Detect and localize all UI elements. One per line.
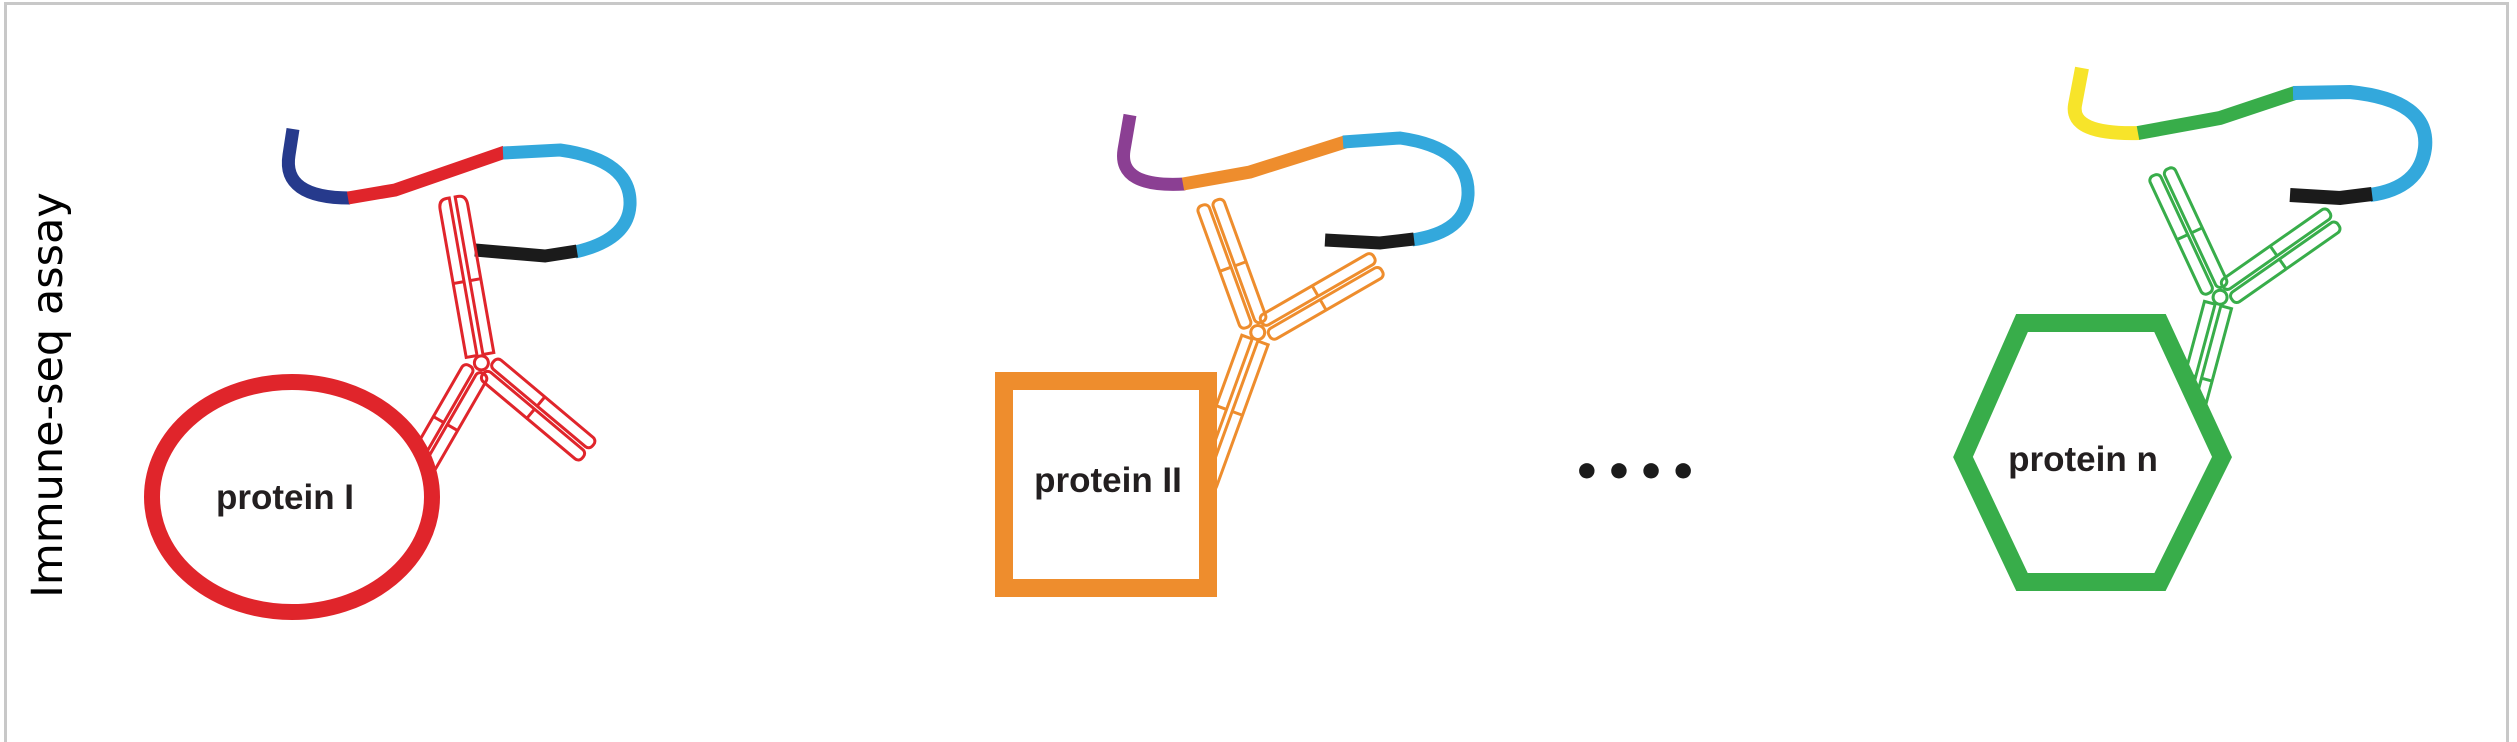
barcode-segment-purple: [1117, 113, 1186, 191]
barcode-segment-navy: [281, 128, 351, 205]
protein-label: protein I: [216, 478, 354, 517]
barcode-segment-blue: [502, 143, 637, 259]
barcode-segment-blue: [2292, 84, 2433, 202]
figure-frame: [4, 2, 2509, 742]
protein-label: protein n: [2008, 440, 2158, 479]
panel-protein-2: protein II: [995, 113, 1475, 597]
barcode-segment-blue: [1342, 131, 1475, 247]
barcode-segment-black: [474, 243, 579, 263]
barcode-segment-black: [1324, 232, 1415, 250]
barcode-segment-black: [2289, 187, 2373, 206]
protein-square: [995, 372, 1217, 597]
protein-ellipse: [144, 374, 440, 620]
barcode-segment-orange: [1181, 135, 1347, 191]
ellipsis: ••••: [1573, 447, 1702, 498]
barcode-segment-green: [2136, 86, 2298, 140]
protein-hexagon: [1953, 314, 2232, 591]
barcode-segment-red: [346, 145, 508, 205]
panel-protein-1: protein I: [144, 128, 637, 620]
protein-label: protein II: [1034, 461, 1182, 500]
panel-protein-3: protein n: [1953, 66, 2433, 591]
side-label: Immune-seq assay: [23, 192, 73, 598]
barcode-segment-yellow: [2067, 66, 2141, 141]
